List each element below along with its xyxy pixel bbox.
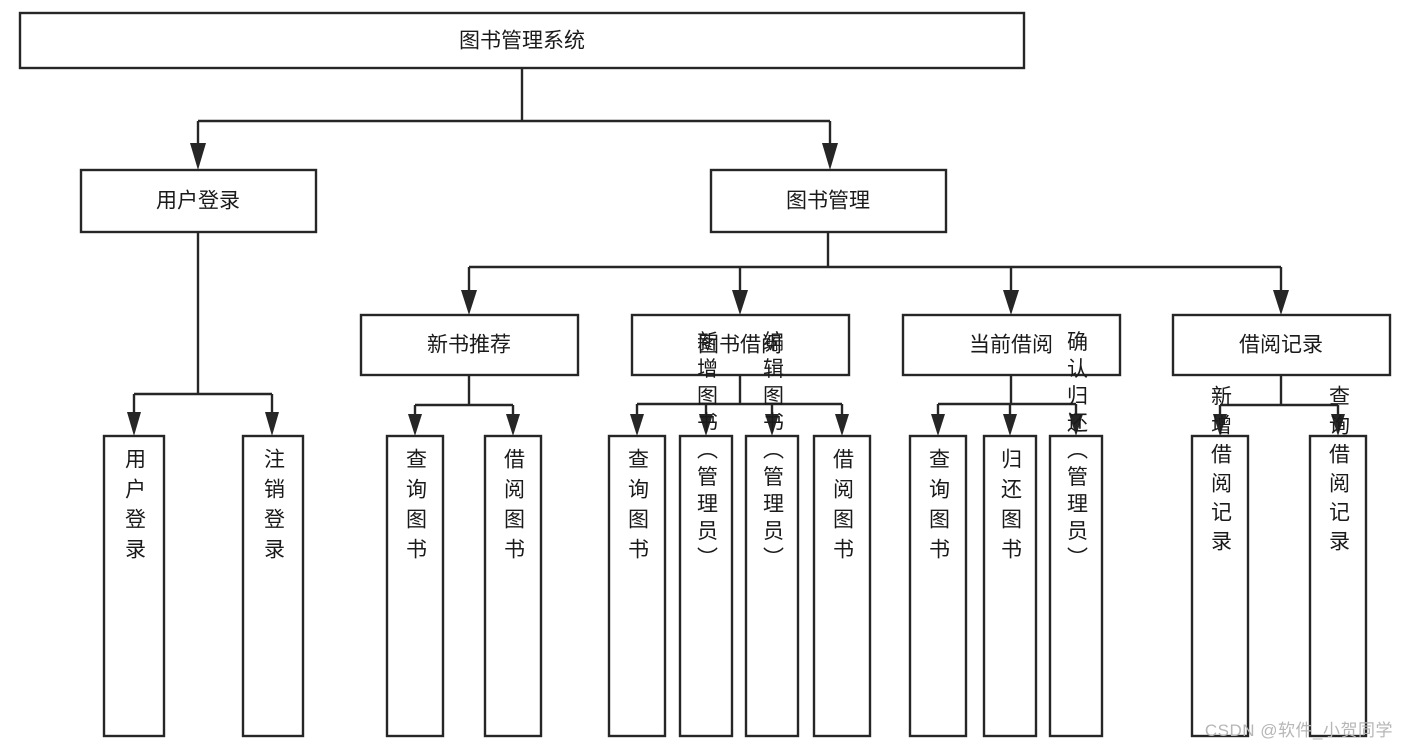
node-borrowing-record-box[interactable] bbox=[1171, 313, 1392, 377]
leaf-node-add-book-admin-box[interactable] bbox=[678, 434, 734, 738]
leaf-node-add-borrow-record[interactable]: 新增借阅记录 bbox=[1190, 385, 1250, 738]
arrow-bb-leaf3 bbox=[765, 414, 779, 436]
node-user-login-box[interactable] bbox=[79, 168, 318, 234]
node-book-borrowing-label: 图书借阅 bbox=[698, 334, 782, 357]
arrow-nbr-leaf1 bbox=[408, 414, 422, 436]
leaf-node-return-book-box[interactable] bbox=[982, 434, 1038, 738]
connector-layer bbox=[127, 68, 1345, 436]
leaf-node-add-borrow-record-box[interactable] bbox=[1190, 434, 1250, 738]
leaf-node-edit-book-admin[interactable]: 编辑图书（管理员） bbox=[744, 331, 800, 738]
arrow-bb-leaf1 bbox=[630, 414, 644, 436]
leaf-node-query-book-bb-box[interactable] bbox=[607, 434, 667, 738]
node-borrowing-record[interactable]: 借阅记录 bbox=[1171, 313, 1392, 377]
arrow-to-leaf-logout bbox=[265, 412, 279, 436]
leaf-node-edit-book-admin-label: 编辑图书（管理员） bbox=[761, 331, 785, 574]
arrow-bb-leaf4 bbox=[835, 414, 849, 436]
arrow-br-leaf2 bbox=[1331, 414, 1345, 436]
node-borrowing-record-label: 借阅记录 bbox=[1239, 334, 1323, 357]
leaf-node-confirm-return-admin-box[interactable] bbox=[1048, 434, 1104, 738]
leaf-node-logout[interactable]: 注销登录 bbox=[241, 434, 305, 738]
leaf-node-confirm-return-admin[interactable]: 确认归还（管理员） bbox=[1048, 331, 1104, 738]
leaf-node-query-book-cb[interactable]: 查询图书 bbox=[908, 434, 968, 738]
leaf-node-return-book[interactable]: 归还图书 bbox=[982, 434, 1038, 738]
leaf-node-return-book-label: 归还图书 bbox=[999, 448, 1023, 568]
node-user-login-label: 用户登录 bbox=[156, 190, 240, 213]
leaf-node-query-book-cb-label: 查询图书 bbox=[927, 448, 951, 568]
leaf-node-borrow-book-nbr-label: 借阅图书 bbox=[502, 448, 526, 568]
leaf-node-query-borrow-record[interactable]: 查询借阅记录 bbox=[1308, 385, 1368, 738]
arrow-cb-leaf1 bbox=[931, 414, 945, 436]
arrow-to-new-book-rec bbox=[461, 290, 477, 315]
leaf-node-query-book-nbr-box[interactable] bbox=[385, 434, 445, 738]
leaf-node-user-login-box[interactable] bbox=[102, 434, 166, 738]
leaf-node-query-borrow-record-box[interactable] bbox=[1308, 434, 1368, 738]
node-user-login[interactable]: 用户登录 bbox=[79, 168, 318, 234]
leaf-node-borrow-book-bb[interactable]: 借阅图书 bbox=[812, 434, 872, 738]
leaf-node-add-borrow-record-label: 新增借阅记录 bbox=[1209, 385, 1233, 559]
leaf-node-query-book-nbr-label: 查询图书 bbox=[404, 448, 428, 568]
node-book-borrowing-box[interactable] bbox=[630, 313, 851, 377]
arrow-to-book-borrow bbox=[732, 290, 748, 315]
arrow-cb-leaf2 bbox=[1003, 414, 1017, 436]
leaf-node-edit-book-admin-box[interactable] bbox=[744, 434, 800, 738]
leaf-node-borrow-book-nbr[interactable]: 借阅图书 bbox=[483, 434, 543, 738]
arrow-root-to-user-login bbox=[190, 143, 206, 170]
leaf-node-user-login-label: 用户登录 bbox=[123, 448, 147, 568]
node-new-book-recommendation-label: 新书推荐 bbox=[427, 334, 511, 357]
arrow-to-borrow-record bbox=[1273, 290, 1289, 315]
leaf-node-add-book-admin[interactable]: 新增图书（管理员） bbox=[678, 331, 734, 738]
node-book-management-box[interactable] bbox=[709, 168, 948, 234]
node-root-label: 图书管理系统 bbox=[459, 30, 585, 53]
node-root-box[interactable] bbox=[18, 11, 1026, 70]
arrow-br-leaf1 bbox=[1213, 414, 1227, 436]
node-new-book-recommendation[interactable]: 新书推荐 bbox=[359, 313, 580, 377]
leaf-node-borrow-book-bb-label: 借阅图书 bbox=[831, 448, 855, 568]
leaf-node-query-book-bb[interactable]: 查询图书 bbox=[607, 434, 667, 738]
arrow-nbr-leaf2 bbox=[506, 414, 520, 436]
node-book-management[interactable]: 图书管理 bbox=[709, 168, 948, 234]
node-book-management-label: 图书管理 bbox=[786, 190, 870, 213]
leaf-node-user-login[interactable]: 用户登录 bbox=[102, 434, 166, 738]
leaf-node-query-book-cb-box[interactable] bbox=[908, 434, 968, 738]
node-book-borrowing[interactable]: 图书借阅 bbox=[630, 313, 851, 377]
arrow-bb-leaf2 bbox=[699, 414, 713, 436]
node-new-book-recommendation-box[interactable] bbox=[359, 313, 580, 377]
arrow-to-current-borrow bbox=[1003, 290, 1019, 315]
leaf-node-confirm-return-admin-label: 确认归还（管理员） bbox=[1065, 331, 1089, 574]
leaf-node-logout-box[interactable] bbox=[241, 434, 305, 738]
leaf-node-borrow-book-bb-box[interactable] bbox=[812, 434, 872, 738]
leaf-node-query-book-bb-label: 查询图书 bbox=[626, 448, 650, 568]
arrow-cb-leaf3 bbox=[1069, 414, 1083, 436]
leaf-node-query-borrow-record-label: 查询借阅记录 bbox=[1327, 385, 1351, 559]
leaf-node-query-book-nbr[interactable]: 查询图书 bbox=[385, 434, 445, 738]
leaf-node-logout-label: 注销登录 bbox=[262, 448, 286, 568]
arrow-to-leaf-user-login bbox=[127, 412, 141, 436]
node-root-book-management-system[interactable]: 图书管理系统 bbox=[18, 11, 1026, 70]
node-current-borrowing-label: 当前借阅 bbox=[969, 334, 1053, 357]
arrow-root-to-book-mgmt bbox=[822, 143, 838, 170]
leaf-node-borrow-book-nbr-box[interactable] bbox=[483, 434, 543, 738]
node-current-borrowing[interactable]: 当前借阅 bbox=[901, 313, 1122, 377]
leaf-node-add-book-admin-label: 新增图书（管理员） bbox=[695, 331, 719, 574]
node-current-borrowing-box[interactable] bbox=[901, 313, 1122, 377]
